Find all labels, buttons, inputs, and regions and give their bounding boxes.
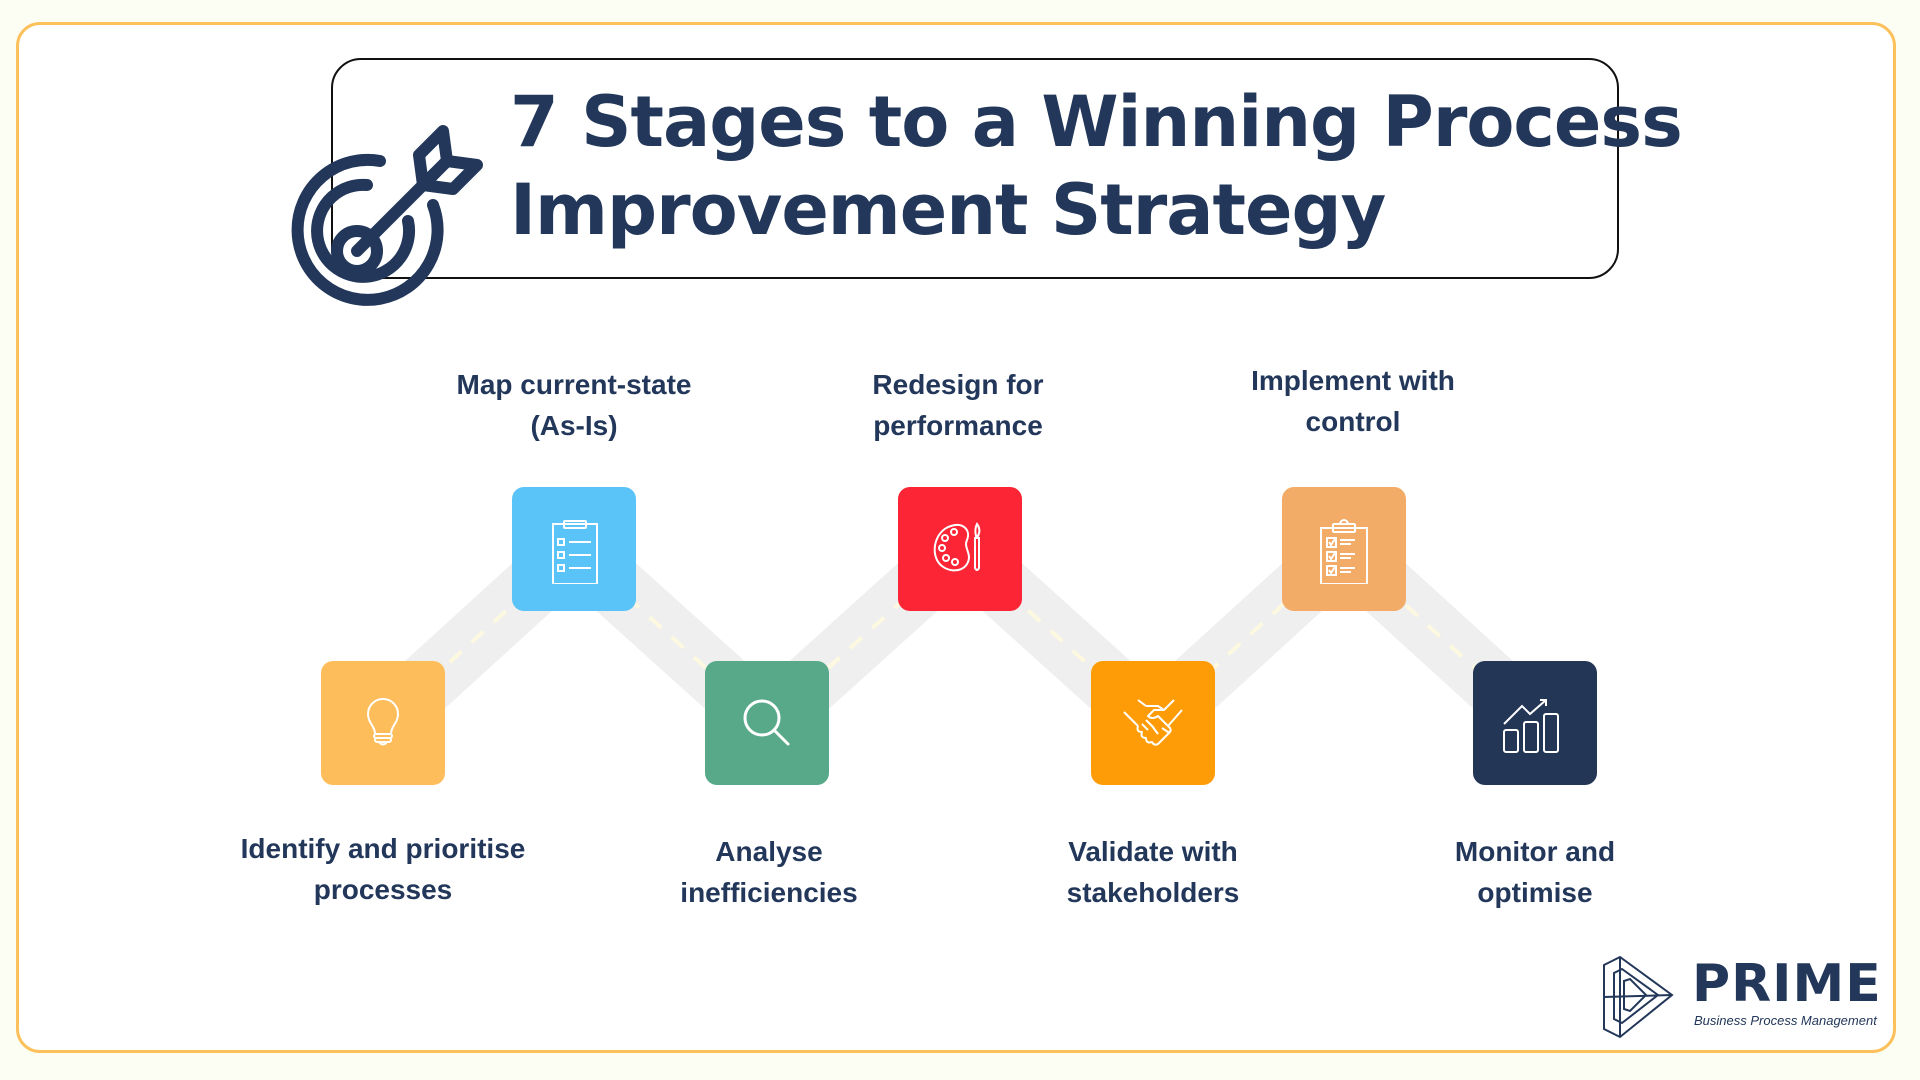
- stage-6-box: [1282, 487, 1406, 611]
- stage-2-label: Map current-state (As-Is): [456, 369, 692, 441]
- palette-brush-icon: [933, 522, 981, 572]
- stage-2-box: [512, 487, 636, 611]
- stage-7-box: [1473, 661, 1597, 785]
- checklist-clipboard-icon: [552, 520, 598, 584]
- stage-5-label: Validate with stakeholders: [1066, 836, 1240, 908]
- title-line-2: Improvement Strategy: [510, 169, 1386, 251]
- logo-tagline: Business Process Management: [1694, 1013, 1877, 1028]
- title-box: [331, 58, 1619, 279]
- impossible-triangle-logo-icon: [1603, 955, 1674, 1039]
- stage-1-box: [321, 661, 445, 785]
- checked-clipboard-icon: [1320, 519, 1368, 584]
- stage-6-label: Implement with control: [1251, 365, 1455, 437]
- stage-1-label: Identify and prioritise processes: [240, 833, 526, 905]
- stage-4-box: [898, 487, 1022, 611]
- logo-name: PRIME: [1692, 954, 1882, 1014]
- stage-3-label: Analyse inefficiencies: [680, 836, 858, 908]
- magnifier-icon: [743, 699, 790, 746]
- handshake-icon: [1123, 699, 1183, 746]
- stage-7-label: Monitor and optimise: [1454, 836, 1616, 908]
- page-title: 7 Stages to a Winning Process Improvemen…: [510, 78, 1683, 254]
- lightbulb-icon: [366, 698, 400, 746]
- target-arrow-icon: [291, 125, 483, 306]
- prime-logo: PRIME Business Process Management: [1600, 955, 1881, 1040]
- stage-5-box: [1091, 661, 1215, 785]
- growth-chart-icon: [1503, 699, 1559, 753]
- stage-3-box: [705, 661, 829, 785]
- title-line-1: 7 Stages to a Winning Process: [510, 81, 1683, 163]
- stage-4-label: Redesign for performance: [872, 369, 1044, 441]
